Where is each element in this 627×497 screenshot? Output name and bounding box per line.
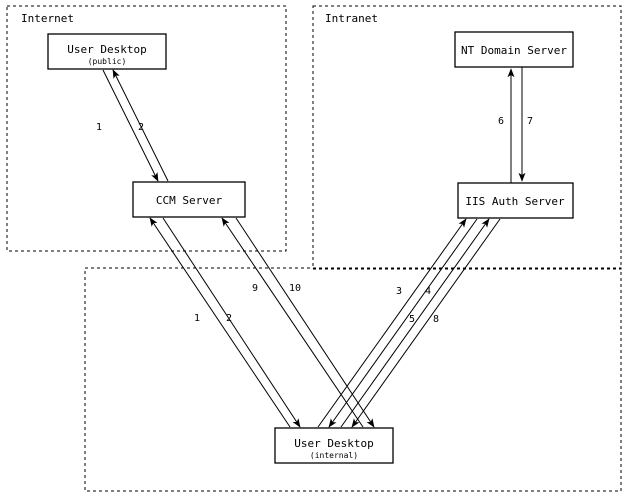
node-box-user-desktop-internal[interactable]	[274, 427, 394, 464]
step-label-1-public: 1	[96, 122, 102, 133]
step-label-9: 9	[252, 283, 258, 294]
flow-line-2-ccm-to-public	[112, 69, 169, 182]
flow-group-internal-iis-58	[340, 218, 501, 428]
zone-internet-box	[6, 5, 287, 252]
step-label-2-public: 2	[138, 122, 144, 133]
flow-line-8-iis-to-internal	[351, 218, 501, 428]
step-label-10: 10	[289, 283, 301, 294]
flow-group-ccm-internal-910	[221, 217, 375, 428]
node-box-ccm-server[interactable]	[132, 181, 246, 218]
step-label-7: 7	[527, 116, 533, 127]
flow-line-1-public-to-ccm	[102, 69, 159, 182]
node-title-iis-auth-server: IIS Auth Server	[465, 195, 565, 208]
node-nt-domain-server[interactable]: NT Domain Server	[454, 31, 574, 68]
node-user-desktop-internal[interactable]: User Desktop (internal)	[274, 427, 394, 464]
step-label-6: 6	[498, 116, 504, 127]
step-label-5: 5	[409, 314, 415, 325]
flow-line-4-iis-to-internal	[328, 218, 478, 428]
flow-line-9-internal-to-ccm	[221, 217, 364, 428]
node-title-user-desktop-public: User Desktop	[67, 43, 146, 56]
step-label-1-internal: 1	[194, 313, 200, 324]
zone-label-internet: Internet	[21, 12, 74, 25]
node-iis-auth-server[interactable]: IIS Auth Server	[457, 182, 574, 219]
node-box-iis-auth-server[interactable]	[457, 182, 574, 219]
node-ccm-server[interactable]: CCM Server	[132, 181, 246, 218]
zone-intranet-box	[312, 5, 622, 270]
flow-line-5-internal-to-iis	[340, 218, 490, 428]
node-subtitle-user-desktop-public: (public)	[88, 57, 127, 66]
zone-internal-box	[84, 267, 622, 492]
flow-group-ccm-internal-12	[149, 217, 301, 428]
zone-label-intranet: Intranet	[325, 12, 378, 25]
node-title-nt-domain-server: NT Domain Server	[461, 44, 567, 57]
flow-group-internal-iis-34	[317, 218, 478, 428]
flow-line-3-internal-to-iis	[317, 218, 467, 428]
node-user-desktop-public[interactable]: User Desktop (public)	[47, 33, 167, 70]
flow-line-10-ccm-to-internal	[235, 217, 375, 428]
node-box-nt-domain-server[interactable]	[454, 31, 574, 68]
step-label-3: 3	[396, 286, 402, 297]
node-title-user-desktop-internal: User Desktop	[294, 437, 373, 450]
flow-group-public-ccm	[102, 69, 169, 182]
flow-line-1b-internal-to-ccm	[149, 217, 291, 428]
node-box-user-desktop-public[interactable]	[47, 33, 167, 70]
step-label-2-internal: 2	[226, 313, 232, 324]
step-label-8: 8	[433, 314, 439, 325]
step-label-4: 4	[425, 286, 431, 297]
node-title-ccm-server: CCM Server	[156, 194, 223, 207]
flow-line-2b-ccm-to-internal	[162, 217, 301, 428]
node-subtitle-user-desktop-internal: (internal)	[310, 451, 358, 460]
step-labels: 1 2 9 10 1 2 3 4 5 8 6 7	[96, 116, 533, 325]
flow-group-iis-ntdomain	[507, 67, 526, 183]
zone-labels: Internet Intranet	[21, 12, 378, 25]
zone-boundaries	[6, 5, 622, 492]
